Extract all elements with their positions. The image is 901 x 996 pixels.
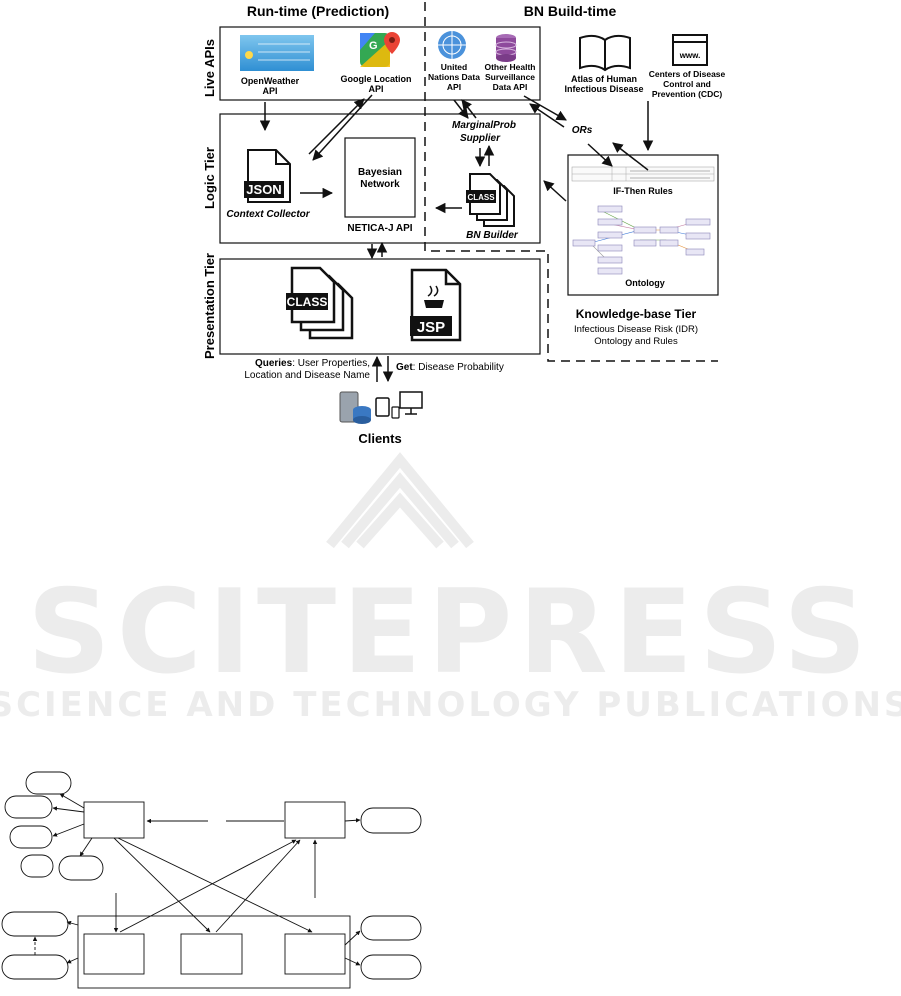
un-label-3: API	[447, 82, 461, 92]
runtime-header: Run-time (Prediction)	[247, 3, 389, 19]
watermark-emblem	[326, 452, 474, 549]
kb-subtitle-2: Ontology and Rules	[594, 336, 678, 347]
if-then-rules-label: IF-Then Rules	[613, 186, 673, 196]
queries-label-2: Location and Disease Name	[244, 370, 370, 381]
google-maps-icon: G	[360, 32, 400, 67]
presentation-tier-label: Presentation Tier	[202, 253, 217, 359]
ontology-graph	[572, 205, 711, 275]
kb-subtitle-1: Infectious Disease Risk (IDR)	[574, 324, 698, 335]
svg-text:JSP: JSP	[417, 319, 445, 336]
other-health-label-2: Surveillance	[485, 72, 535, 82]
bottom-oval-3	[9, 825, 53, 849]
json-file-icon: JSON	[244, 149, 291, 203]
netica-label: NETICA-J API	[347, 223, 412, 234]
cdc-label-2: Control and	[663, 79, 711, 89]
watermark-subtitle: SCIENCE AND TECHNOLOGY PUBLICATIONS	[0, 685, 901, 725]
bayesian-network-box	[344, 137, 416, 218]
other-health-label-3: Data API	[493, 82, 528, 92]
svg-text:G: G	[369, 40, 378, 52]
bottom-node-lower-right	[284, 933, 346, 975]
ontology-label: Ontology	[625, 278, 665, 288]
get-label: Get: Disease Probability	[396, 362, 504, 373]
clients-label: Clients	[358, 431, 401, 446]
database-icon	[495, 34, 517, 62]
marginal-label-2: Supplier	[460, 133, 501, 144]
atlas-label-1: Atlas of Human	[571, 74, 637, 84]
bottom-oval-1	[25, 771, 72, 795]
openweather-label-2: API	[262, 86, 277, 96]
cdc-label-3: Prevention (CDC)	[652, 89, 723, 99]
web-page-icon: www.	[672, 34, 708, 66]
server-icon	[339, 391, 371, 424]
bn-builder-class-icon: CLASS	[466, 173, 515, 227]
watermark: SCITEPRESS SCIENCE AND TECHNOLOGY PUBLIC…	[0, 452, 901, 725]
cdc-label-1: Centers of Disease	[649, 69, 726, 79]
watermark-title: SCITEPRESS	[27, 565, 873, 700]
svg-text:JSON: JSON	[246, 182, 281, 197]
un-logo-icon	[438, 31, 466, 59]
bottom-diagram	[1, 771, 422, 989]
svg-text:www.: www.	[679, 51, 701, 60]
buildtime-boundary	[424, 2, 718, 362]
devices-icon	[375, 391, 423, 419]
bottom-outer-box	[77, 915, 351, 989]
un-label-1: United	[441, 62, 467, 72]
class-files-icon: CLASS	[286, 266, 354, 340]
bayesian-label-1: Bayesian	[358, 167, 402, 178]
atlas-label-2: Infectious Disease	[564, 84, 643, 94]
other-health-label-1: Other Health	[484, 62, 535, 72]
svg-text:CLASS: CLASS	[287, 295, 328, 309]
marginal-label-1: MarginalProb	[452, 120, 516, 131]
svg-text:CLASS: CLASS	[467, 193, 495, 202]
jsp-file-icon: JSP	[410, 268, 462, 342]
bottom-oval-4	[20, 854, 54, 878]
context-collector-label: Context Collector	[226, 209, 310, 220]
bottom-oval-8	[1, 954, 69, 980]
bottom-oval-5	[58, 855, 104, 881]
bn-builder-label: BN Builder	[466, 230, 519, 241]
buildtime-header: BN Build-time	[524, 3, 617, 19]
presentation-tier-box	[219, 258, 541, 355]
bottom-node-top-left	[83, 801, 145, 839]
queries-label-1: Queries: User Properties,	[255, 358, 370, 369]
google-location-label-2: API	[368, 84, 383, 94]
bottom-node-top-right	[284, 801, 346, 839]
kb-title: Knowledge-base Tier	[576, 307, 697, 321]
bottom-oval-6	[360, 807, 422, 834]
rules-table	[571, 166, 715, 182]
openweather-label: OpenWeather	[241, 76, 300, 86]
bottom-oval-10	[360, 954, 422, 980]
book-icon	[579, 34, 631, 72]
live-apis-label: Live APIs	[202, 39, 217, 97]
live-apis-box	[219, 26, 541, 101]
un-label-2: Nations Data	[428, 72, 480, 82]
bottom-node-lower-left	[83, 933, 145, 975]
bayesian-label-2: Network	[360, 179, 400, 190]
ors-label: ORs	[572, 125, 593, 136]
bottom-oval-9	[360, 915, 422, 941]
bottom-oval-2	[4, 795, 53, 819]
openweather-widget	[240, 35, 314, 71]
logic-tier-label: Logic Tier	[202, 147, 217, 209]
bottom-oval-7	[1, 911, 69, 937]
flow-arrows	[259, 94, 654, 383]
bottom-node-lower-middle	[180, 933, 243, 975]
google-location-label: Google Location	[341, 74, 412, 84]
